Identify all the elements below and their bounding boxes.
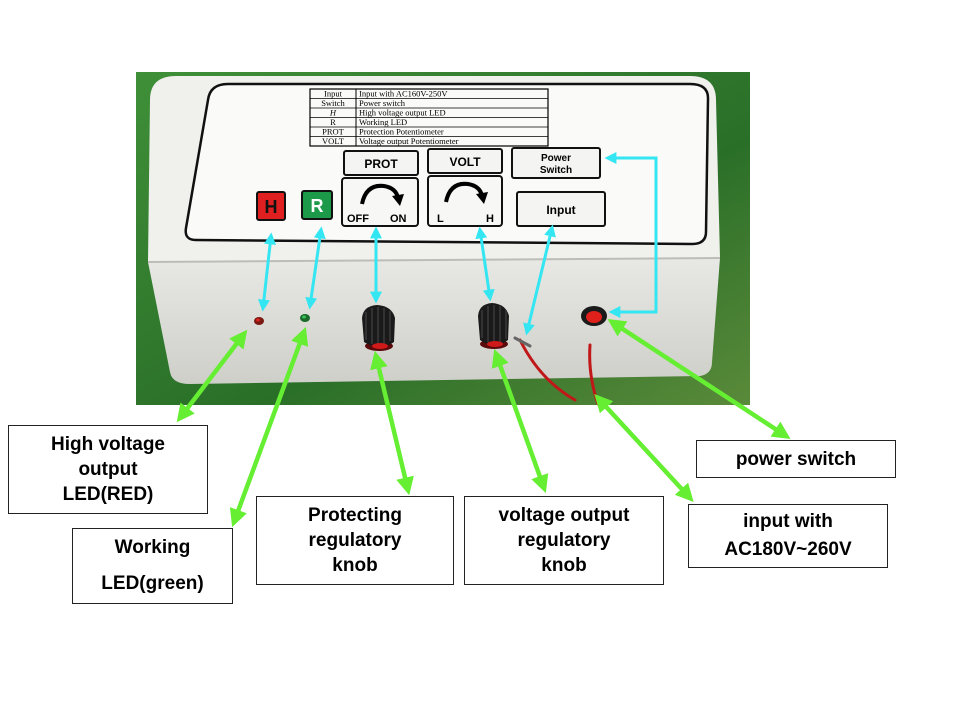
callout-working-line1: Working (114, 537, 191, 558)
cyan-arrow-power (604, 152, 658, 318)
callout-input-line1: input with (743, 511, 833, 532)
cyan-arrows (257, 152, 658, 336)
h-label: H (265, 197, 278, 217)
green-arrow-volt-knob (491, 348, 549, 494)
prot-off-label: OFF (347, 213, 369, 225)
cyan-arrow-input (523, 224, 556, 336)
input-label: Input (546, 203, 575, 217)
callout-hv-line2: output (78, 459, 138, 480)
green-arrow-working-led (229, 326, 309, 528)
callout-high-voltage-led: High voltage output LED(RED) (8, 425, 208, 514)
callout-volt-line3: knob (541, 555, 587, 576)
prot-dial-box (341, 177, 419, 227)
volt-dial-box (427, 175, 503, 227)
legend-desc-switch: Power switch (359, 98, 406, 108)
callout-protecting-knob: Protecting regulatory knob (256, 496, 454, 585)
legend-key-input: Input (324, 89, 343, 99)
legend-key-prot: PROT (322, 127, 345, 137)
green-arrow-power-switch (607, 319, 791, 439)
callout-power-switch: power switch (696, 440, 896, 478)
prot-dial-arrow-icon (360, 183, 400, 205)
prot-knob (362, 305, 395, 351)
legend-key-r: R (330, 117, 336, 127)
legend-desc-prot: Protection Potentiometer (359, 127, 444, 137)
green-arrow-input (594, 394, 694, 502)
callout-voltage-knob: voltage output regulatory knob (464, 496, 664, 585)
legend-key-switch: Switch (321, 98, 345, 108)
power-switch-label-box (511, 147, 601, 179)
callout-prot-line2: regulatory (308, 530, 402, 551)
callout-volt-line1: voltage output (498, 505, 630, 526)
r-indicator-label (301, 190, 333, 220)
callout-power-line1: power switch (735, 448, 857, 470)
prot-on-label: ON (390, 213, 407, 225)
volt-label-box (427, 148, 503, 174)
legend-desc-h: High voltage output LED (359, 108, 446, 118)
callout-prot-line3: knob (332, 555, 378, 576)
volt-label: VOLT (449, 155, 481, 169)
volt-h-label: H (486, 213, 494, 225)
callout-working-line2: LED(green) (101, 573, 204, 594)
callout-prot-line1: Protecting (308, 505, 402, 526)
cyan-arrow-volt (475, 226, 495, 302)
green-arrows (176, 319, 791, 528)
volt-l-label: L (437, 213, 444, 225)
legend-key-h: H (329, 108, 337, 118)
r-label: R (311, 196, 324, 216)
power-switch-button (581, 306, 607, 326)
legend-table: Input Input with AC160V-250V Switch Powe… (309, 88, 549, 147)
callout-hv-line3: LED(RED) (62, 484, 154, 505)
legend-key-volt: VOLT (322, 136, 345, 146)
cyan-arrow-h-led (257, 232, 277, 312)
power-switch-label-line1: Power (541, 153, 571, 164)
legend-desc-r: Working LED (359, 117, 407, 127)
prot-label-box (343, 150, 419, 176)
green-arrow-prot-knob (370, 350, 414, 496)
callout-input: input with AC180V~260V (688, 504, 888, 568)
callout-hv-line1: High voltage (50, 434, 165, 455)
callout-working-led: Working LED(green) (72, 528, 233, 604)
legend-desc-input: Input with AC160V-250V (359, 89, 448, 99)
volt-dial-arrow-icon (444, 181, 484, 203)
h-indicator-label (256, 191, 286, 221)
prot-label: PROT (364, 157, 398, 171)
volt-knob (478, 303, 509, 349)
callout-input-line2: AC180V~260V (724, 539, 852, 560)
legend-desc-volt: Voltage output Potentiometer (359, 136, 459, 146)
cyan-arrow-r-led (305, 226, 326, 310)
power-switch-label-line2: Switch (540, 165, 572, 176)
callout-volt-line2: regulatory (517, 530, 611, 551)
